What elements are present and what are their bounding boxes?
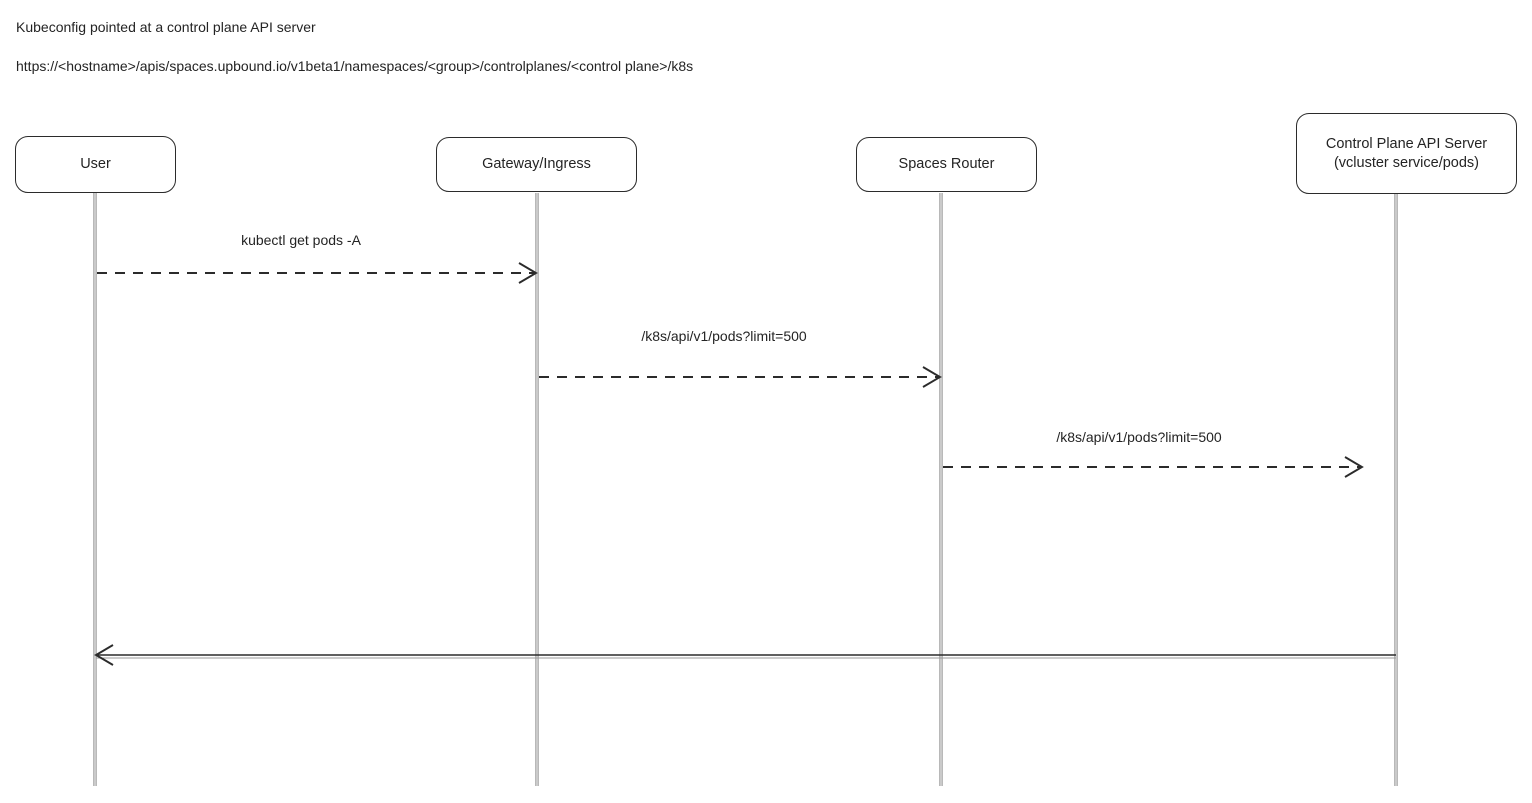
participant-spaces-router[interactable]: Spaces Router — [856, 137, 1037, 192]
message-m4 — [94, 644, 1396, 666]
message-label-m1: kubectl get pods -A — [241, 232, 361, 248]
arrowhead-m1 — [518, 262, 538, 284]
participant-label-spaces-router: Spaces Router — [898, 156, 995, 172]
participant-control-plane[interactable]: Control Plane API Server (vcluster servi… — [1296, 113, 1517, 194]
arrowhead-m3 — [1344, 456, 1364, 478]
participant-user[interactable]: User — [15, 136, 176, 193]
kubeconfig-note-line-1: Kubeconfig pointed at a control plane AP… — [16, 19, 316, 35]
arrowhead-m2 — [922, 366, 942, 388]
participant-label-control-plane: Control Plane API Server (vcluster servi… — [1325, 135, 1488, 171]
message-m2 — [539, 366, 942, 388]
kubeconfig-url-note: https://<hostname>/apis/spaces.upbound.i… — [16, 58, 694, 74]
arrowhead-m4 — [94, 644, 114, 666]
participant-label-gateway: Gateway/Ingress — [482, 156, 591, 172]
message-label-m3: /k8s/api/v1/pods?limit=500 — [1056, 429, 1222, 445]
participant-label-user: User — [80, 156, 111, 172]
message-m3 — [943, 456, 1364, 478]
participant-gateway[interactable]: Gateway/Ingress — [436, 137, 637, 192]
message-m1 — [97, 262, 538, 284]
message-label-m2: /k8s/api/v1/pods?limit=500 — [641, 328, 807, 344]
